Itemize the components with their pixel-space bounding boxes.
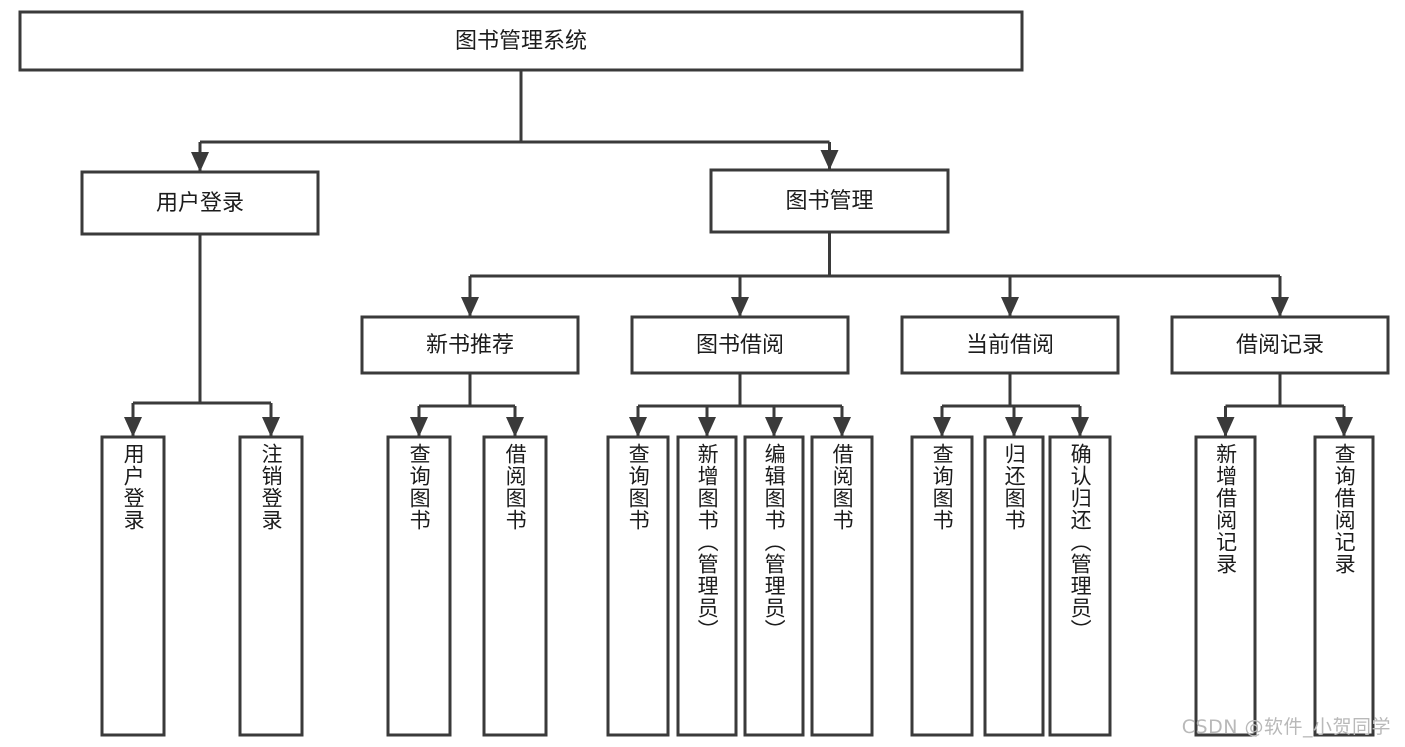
level2-node-1-label: 图书借阅 <box>696 333 784 358</box>
level2-node-0-label: 新书推荐 <box>426 333 514 358</box>
level1-node-1-label: 图书管理 <box>785 189 873 214</box>
leaf-node-4[interactable] <box>606 435 670 737</box>
leaf-node-9[interactable] <box>983 435 1045 737</box>
arrow-head-icon <box>262 417 280 437</box>
watermark-text: CSDN @软件_小贺同学 <box>1181 716 1391 738</box>
arrow-head-icon <box>629 417 647 437</box>
level1-node-1[interactable] <box>709 168 950 234</box>
arrow-head-icon <box>191 152 209 172</box>
leaf-node-0[interactable] <box>100 435 166 737</box>
arrow-head-icon <box>1216 417 1235 437</box>
arrow-head-icon <box>933 417 951 437</box>
arrow-head-icon <box>506 417 524 437</box>
leaf-node-7[interactable] <box>810 435 874 737</box>
level2-node-3-label: 借阅记录 <box>1236 333 1324 358</box>
leaf-node-6[interactable] <box>743 435 805 737</box>
node-box-layer <box>18 10 1390 737</box>
leaf-node-12[interactable] <box>1313 435 1375 737</box>
arrow-head-icon <box>1001 297 1019 317</box>
leaf-node-5[interactable] <box>676 435 738 737</box>
leaf-node-11[interactable] <box>1194 435 1257 737</box>
arrow-head-icon <box>410 417 428 437</box>
arrow-head-icon <box>820 150 839 170</box>
level2-node-0[interactable] <box>360 315 580 375</box>
level2-node-2[interactable] <box>900 315 1120 375</box>
arrow-head-icon <box>765 417 783 437</box>
arrow-head-icon <box>698 417 716 437</box>
root-node-label: 图书管理系统 <box>455 29 587 54</box>
arrow-head-icon <box>461 297 479 317</box>
root-node[interactable] <box>18 10 1024 72</box>
leaf-node-3[interactable] <box>482 435 548 737</box>
arrow-head-icon <box>833 417 851 437</box>
leaf-node-10[interactable] <box>1048 435 1112 737</box>
arrow-head-icon <box>1071 417 1089 437</box>
level1-node-0-label: 用户登录 <box>156 191 244 216</box>
arrow-head-icon <box>1005 417 1023 437</box>
arrow-head-icon <box>124 417 142 437</box>
level2-node-3[interactable] <box>1170 315 1390 375</box>
arrow-head-icon <box>1271 297 1289 317</box>
level2-node-2-label: 当前借阅 <box>966 333 1054 358</box>
arrow-head-icon <box>1335 417 1353 437</box>
connector-layer <box>124 70 1353 437</box>
leaf-node-1[interactable] <box>238 435 304 737</box>
level1-node-0[interactable] <box>80 170 320 236</box>
leaf-node-8[interactable] <box>910 435 974 737</box>
arrow-head-icon <box>731 297 749 317</box>
leaf-node-2[interactable] <box>386 435 452 737</box>
level2-node-1[interactable] <box>630 315 850 375</box>
